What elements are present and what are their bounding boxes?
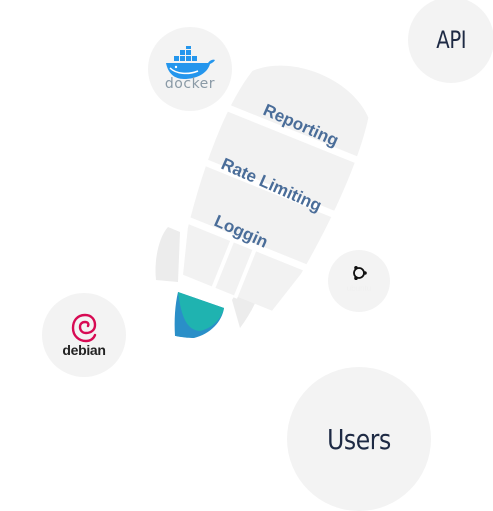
docker-label: docker <box>164 76 216 92</box>
segment-divider <box>183 215 313 274</box>
api-label: API <box>436 26 466 54</box>
api-bubble: API <box>408 0 493 83</box>
segment-divider <box>202 158 341 220</box>
rocket-left-fin <box>155 227 180 282</box>
docker-bubble: docker <box>148 27 232 111</box>
ubuntu-circle-icon <box>353 265 367 280</box>
ubuntu-label: ubuntu <box>346 283 372 293</box>
debian-swirl-icon <box>71 313 97 343</box>
users-label: Users <box>327 422 391 456</box>
debian-bubble: debian <box>42 293 126 377</box>
users-bubble: Users <box>287 367 431 511</box>
debian-label: debian <box>62 342 106 358</box>
docker-whale-icon <box>166 46 215 79</box>
segment-divider <box>226 104 361 165</box>
ubuntu-bubble: ubuntu <box>328 250 390 312</box>
